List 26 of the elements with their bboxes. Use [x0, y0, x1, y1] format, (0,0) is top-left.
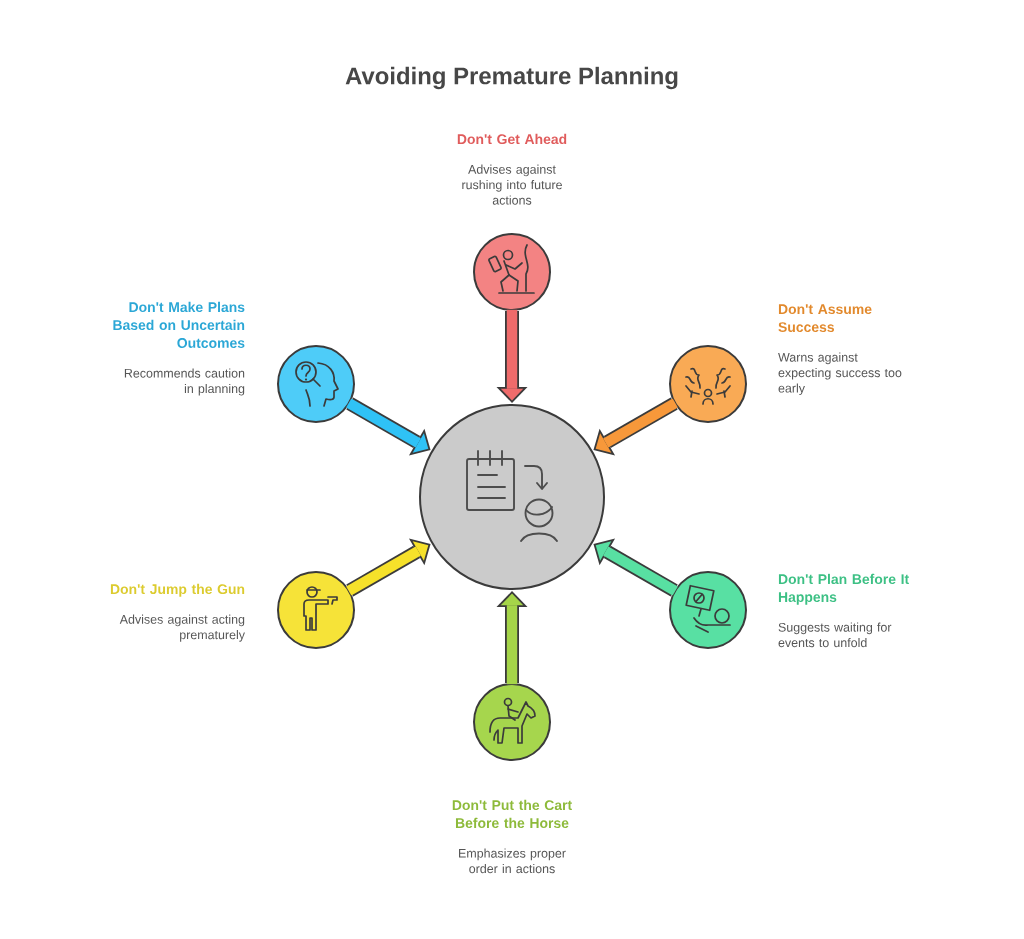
arrow — [496, 591, 528, 685]
arrow — [346, 538, 431, 597]
circle — [669, 571, 747, 649]
circle — [277, 345, 355, 423]
heading: Don't Plan Before It Happens — [778, 573, 909, 605]
heading: Don't Assume Success — [778, 304, 872, 333]
description: Suggests waiting for events to unfold — [778, 622, 892, 648]
arrow — [496, 309, 528, 403]
circle — [277, 571, 355, 649]
circle — [473, 233, 551, 311]
heading: Don't Jump the Gun — [110, 583, 245, 597]
arrow — [593, 538, 678, 597]
circle — [473, 683, 551, 761]
arrow — [593, 397, 678, 456]
circle — [669, 345, 747, 423]
title: Avoiding Premature Planning — [345, 66, 678, 90]
heading: Don't Get Ahead — [457, 133, 567, 145]
heading: Don't Make Plans Based on Uncertain Outcomes — [113, 301, 245, 348]
description: Warns against expecting success too early — [778, 352, 902, 396]
description: Emphasizes proper order in actions — [459, 848, 566, 874]
heading: Don't Put the Cart Before the Horse — [452, 799, 572, 828]
arrow — [346, 397, 431, 456]
center-circle — [419, 404, 605, 590]
description: Advises against rushing into future actions — [462, 164, 562, 205]
description: Recommends caution in planning — [124, 368, 245, 396]
description: Advises against acting prematurely — [119, 614, 245, 642]
